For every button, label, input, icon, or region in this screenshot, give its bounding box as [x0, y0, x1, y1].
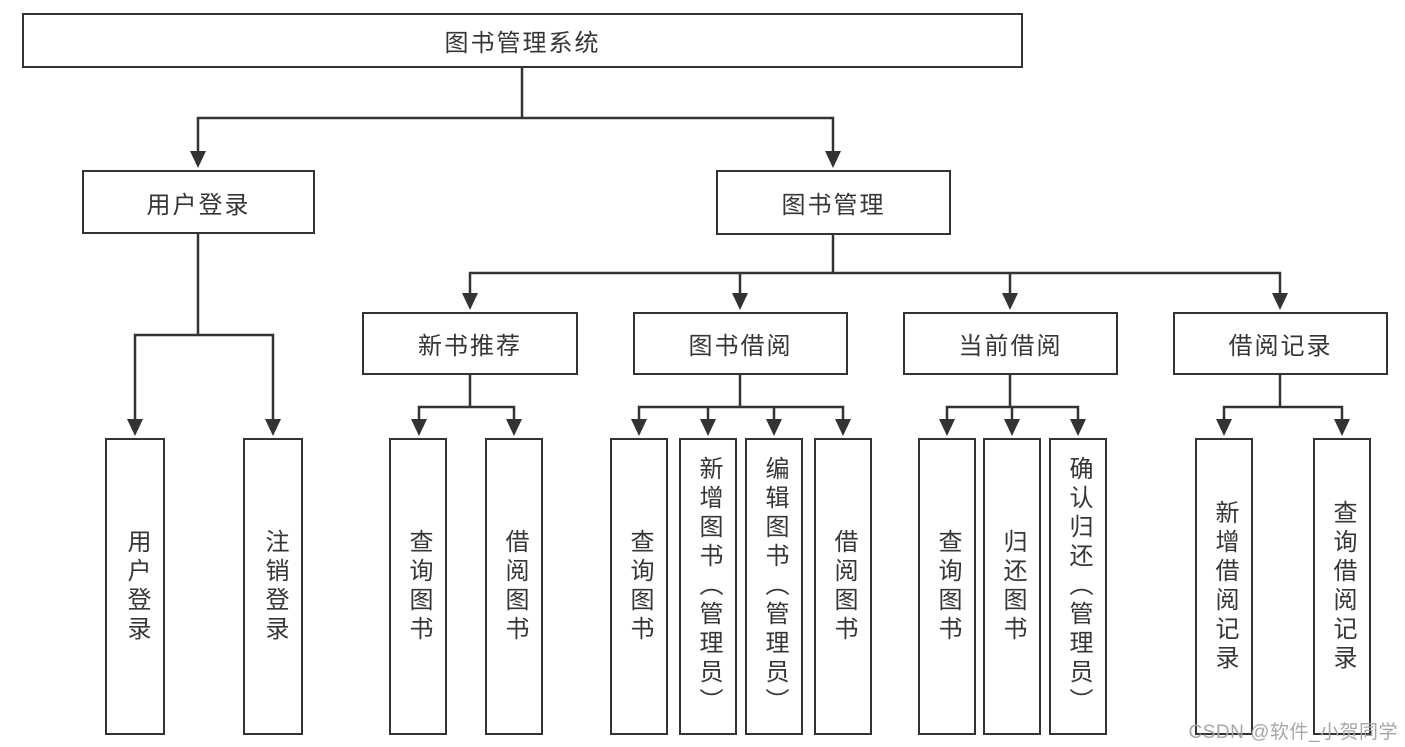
- node-borrow-records: 借阅记录: [1173, 312, 1388, 375]
- leaf-confirm-return-admin: 确认归还（管理员）: [1049, 438, 1107, 735]
- leaf-add-borrow-record: 新增借阅记录: [1195, 438, 1253, 735]
- leaf-query-books-recommend: 查询图书: [389, 438, 447, 735]
- node-new-book-recommend: 新书推荐: [362, 312, 578, 375]
- leaf-query-borrow-record: 查询借阅记录: [1313, 438, 1371, 735]
- csdn-watermark: CSDN @软件_小贺同学: [1188, 722, 1398, 743]
- leaf-return-books: 归还图书: [983, 438, 1041, 735]
- leaf-borrow-books: 借阅图书: [814, 438, 872, 735]
- node-current-borrow: 当前借阅: [903, 312, 1118, 375]
- node-book-management: 图书管理: [716, 170, 951, 235]
- arrowhead-icons: [127, 151, 1350, 436]
- leaf-borrow-books-recommend: 借阅图书: [485, 438, 543, 735]
- leaf-user-login: 用户登录: [105, 438, 165, 735]
- node-user-login: 用户登录: [82, 170, 315, 234]
- leaf-logout: 注销登录: [243, 438, 303, 735]
- node-library-system: 图书管理系统: [22, 13, 1023, 68]
- leaf-query-books-borrow: 查询图书: [610, 438, 668, 735]
- leaf-query-books-current: 查询图书: [918, 438, 976, 735]
- node-book-borrow: 图书借阅: [633, 312, 848, 375]
- leaf-edit-books-admin: 编辑图书（管理员）: [745, 438, 803, 735]
- leaf-add-books-admin: 新增图书（管理员）: [679, 438, 737, 735]
